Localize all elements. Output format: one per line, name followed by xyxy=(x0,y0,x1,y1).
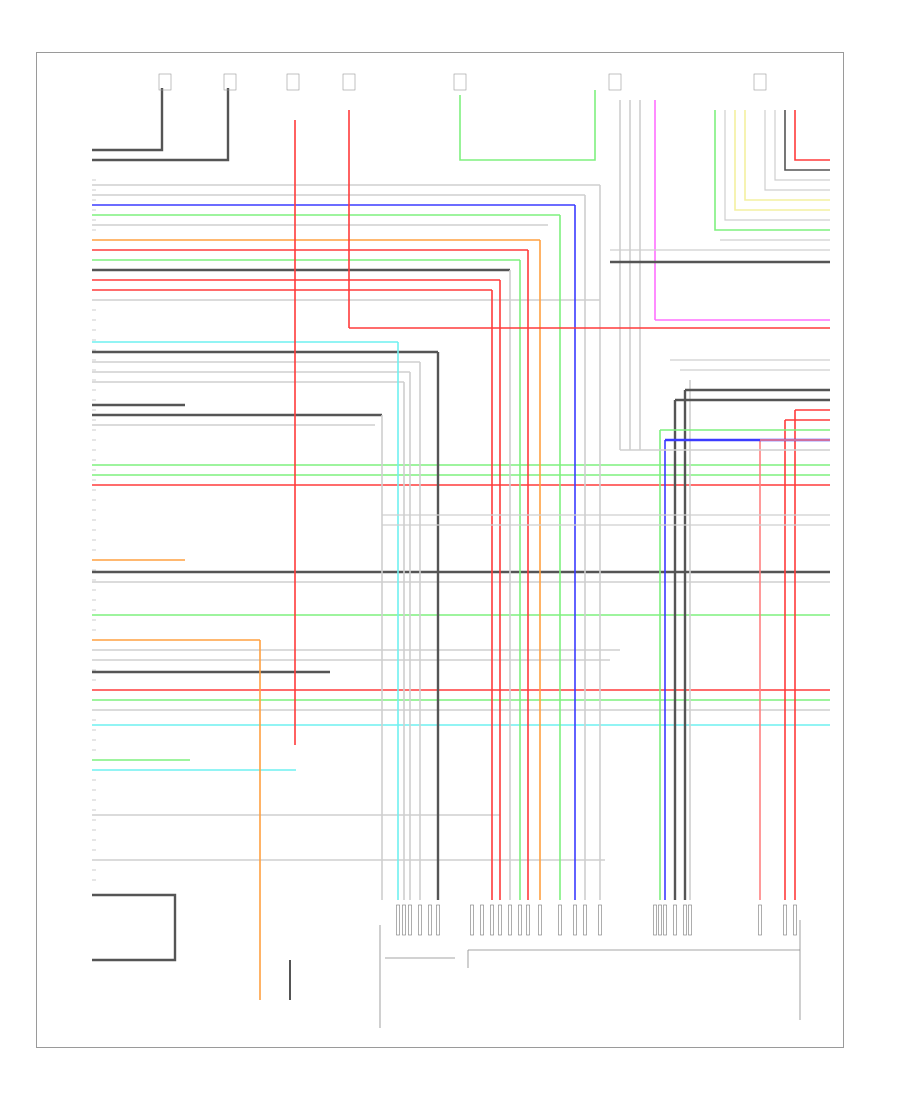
wire-green xyxy=(459,90,596,161)
wire-gray xyxy=(724,110,830,221)
wire-green xyxy=(714,110,830,231)
connector-pin xyxy=(673,904,677,936)
wire-black xyxy=(92,88,230,162)
connector-pin xyxy=(396,904,400,936)
connector-pin xyxy=(583,904,587,936)
connector-pin xyxy=(688,904,692,936)
connector-pin xyxy=(508,904,512,936)
wire-yellow xyxy=(734,110,830,211)
connector-pin xyxy=(663,904,667,936)
connector-pin xyxy=(436,904,440,936)
connector-pin xyxy=(683,904,687,936)
wire-red xyxy=(794,110,830,161)
connector-pin xyxy=(783,904,787,936)
top-component-box xyxy=(223,73,237,91)
connector-pin xyxy=(538,904,542,936)
top-component-box xyxy=(453,73,467,91)
connector-pin xyxy=(758,904,762,936)
connector-pin xyxy=(658,904,662,936)
top-component-box xyxy=(342,73,356,91)
wire-black xyxy=(92,88,164,152)
connector-pin xyxy=(480,904,484,936)
connector-pin xyxy=(518,904,522,936)
connector-pin xyxy=(598,904,602,936)
connector-pin xyxy=(653,904,657,936)
connector-pin xyxy=(408,904,412,936)
wire-yellow xyxy=(744,110,830,201)
wire-harness xyxy=(92,73,830,1000)
wire-black xyxy=(784,110,830,171)
top-component-box xyxy=(158,73,172,91)
connector-pin xyxy=(402,904,406,936)
connector-pin xyxy=(573,904,577,936)
connector-pin xyxy=(418,904,422,936)
left-connector-pins xyxy=(92,179,96,881)
connector-pin xyxy=(526,904,530,936)
top-component-box xyxy=(608,73,622,91)
connector-pin xyxy=(498,904,502,936)
top-component-box xyxy=(286,73,300,91)
wire-gray xyxy=(764,110,830,191)
wire-gray xyxy=(774,110,830,181)
connector-pin xyxy=(428,904,432,936)
connector-pin xyxy=(793,904,797,936)
connector-pin xyxy=(470,904,474,936)
wire-black xyxy=(92,893,177,962)
diagram-frame xyxy=(36,52,844,1048)
top-component-box xyxy=(753,73,767,91)
bottom-connectors xyxy=(396,904,797,936)
connector-pin xyxy=(490,904,494,936)
connector-pin xyxy=(558,904,562,936)
